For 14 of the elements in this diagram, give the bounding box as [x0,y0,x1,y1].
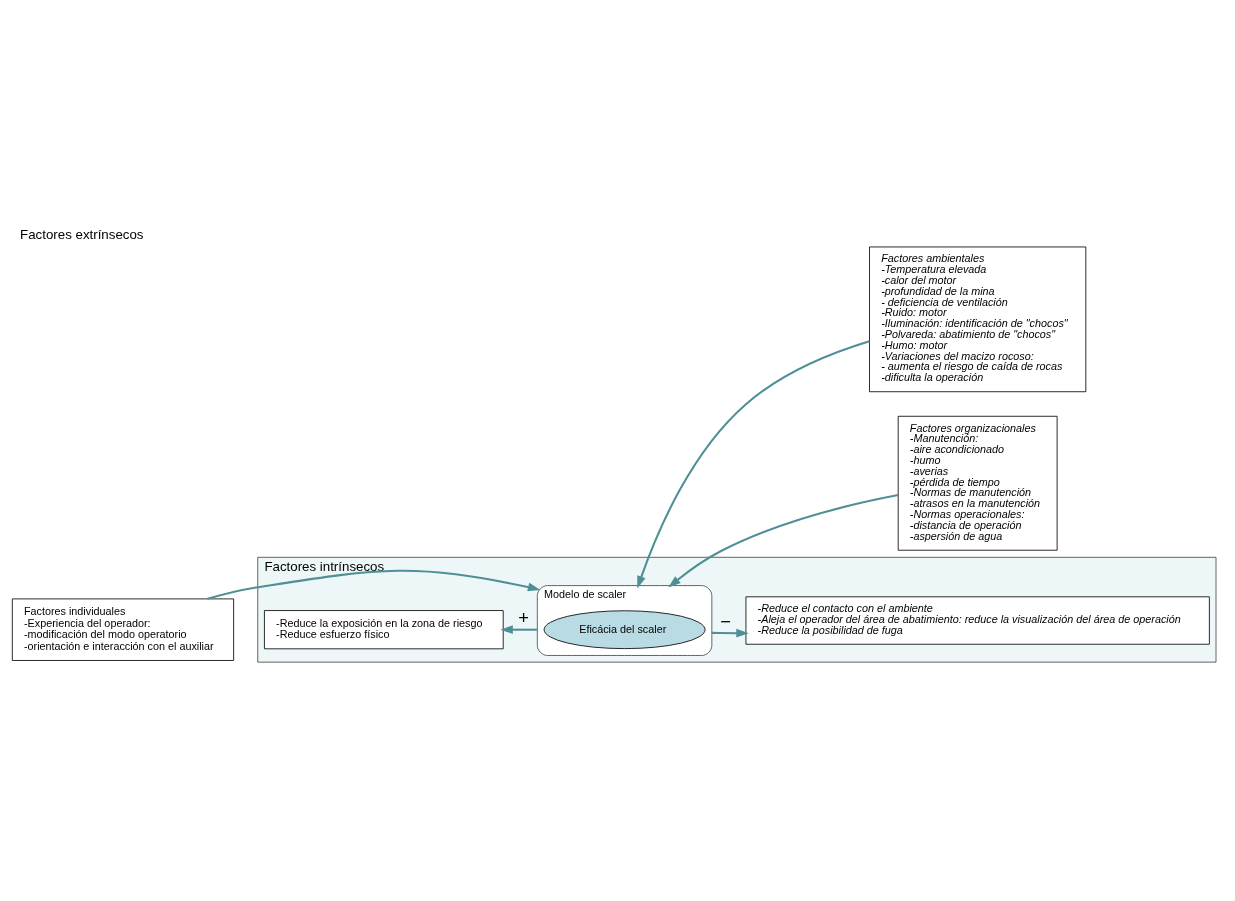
node-box: -Reduce la exposición en la zona de riesgo -Reduce esfuerzo físico [264,610,504,650]
edge-label: − [720,610,731,632]
diagram-title: Factores extrínsecos [20,227,144,243]
node-box: -Reduce el contacto con el ambiente -Aleja el operador del área de abatimiento: reduce la visualización del área de operación -Reduce la posibilidad de fuga [745,596,1210,645]
node-box: Factores organizacionales -Manutención: -aire acondicionado -humo -averias -pérdida de tiempo -Normas de manutención -atrasos en la manutención -Normas operacionales: -distancia de operación -aspersión de agua [897,415,1058,551]
arrow [668,494,899,588]
arrow [637,340,870,589]
node-box: Factores ambientales -Temperatura elevada -calor del motor -profundidad de la mina - deficiencia de ventilación -Ruido: motor -Iluminación: identificación de "chocos" -Polvareda: abatimiento de "chocos" -Humo: motor -Variaciones del macizo rocoso: - aumenta el riesgo de caída de rocas -dificulta la operación [869,246,1087,393]
edge-label: + [518,607,529,629]
arrow [711,628,749,638]
node-ellipse: Eficácia del scaler [543,610,706,650]
arrow [500,625,538,635]
node-box: Factores individuales -Experiencia del operador: -modificación del modo operatorio -orientación e interacción con el auxiliar [11,598,235,661]
arrow [207,569,541,600]
